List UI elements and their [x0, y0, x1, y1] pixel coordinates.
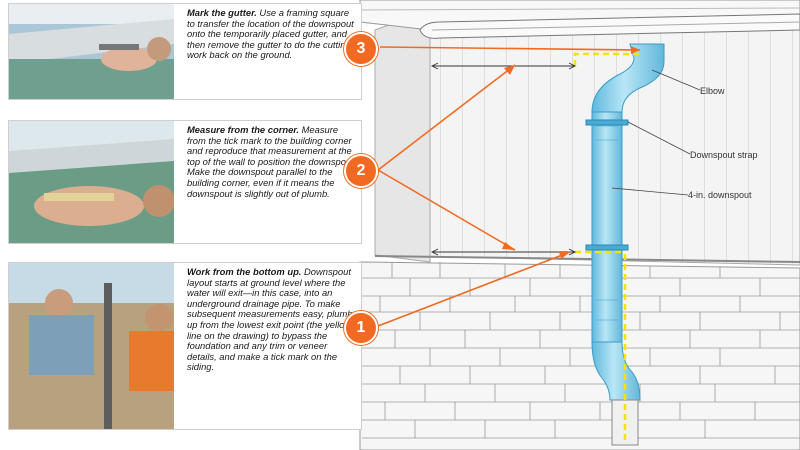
- step-3-body: Use a framing square to transfer the loc…: [187, 7, 354, 61]
- stone-foundation: [359, 261, 800, 450]
- step-2-badge: 2: [344, 154, 378, 188]
- elbow-label: Elbow: [700, 86, 725, 96]
- step-2-title: Measure from the corner.: [187, 124, 300, 135]
- trim-line: [374, 255, 800, 263]
- step-3-title: Mark the gutter.: [187, 7, 257, 18]
- step-1-title: Work from the bottom up.: [187, 266, 302, 277]
- step-2-panel: Measure from the corner. Measure from th…: [8, 120, 362, 244]
- step-3-panel: Mark the gutter. Use a framing square to…: [8, 3, 362, 100]
- label-leaders: [611, 69, 701, 196]
- step-1-photo: [9, 263, 174, 429]
- downspout: [591, 43, 665, 446]
- callout-lines: [377, 46, 641, 327]
- step-2-caption: Measure from the corner. Measure from th…: [187, 124, 357, 199]
- plumb-line: [573, 52, 640, 440]
- downspout-straps: [585, 119, 629, 251]
- step-1-body: Downspout layout starts at ground level …: [187, 266, 353, 373]
- step-3-badge: 3: [344, 32, 378, 66]
- strap-label: Downspout strap: [690, 150, 758, 160]
- gutter: [419, 13, 800, 39]
- step-3-photo: [9, 4, 174, 99]
- step-1-caption: Work from the bottom up. Downspout layou…: [187, 266, 357, 373]
- measure-lines: [430, 62, 577, 256]
- step-2-photo: [9, 121, 174, 243]
- step-3-caption: Mark the gutter. Use a framing square to…: [187, 7, 357, 61]
- step-1-panel: Work from the bottom up. Downspout layou…: [8, 262, 362, 430]
- siding-wall: [374, 9, 800, 266]
- step-1-badge: 1: [344, 311, 378, 345]
- downspout-label: 4-in. downspout: [688, 190, 752, 200]
- callout-arrowheads: [502, 46, 640, 259]
- step-2-body: Measure from the tick mark to the buildi…: [187, 124, 357, 199]
